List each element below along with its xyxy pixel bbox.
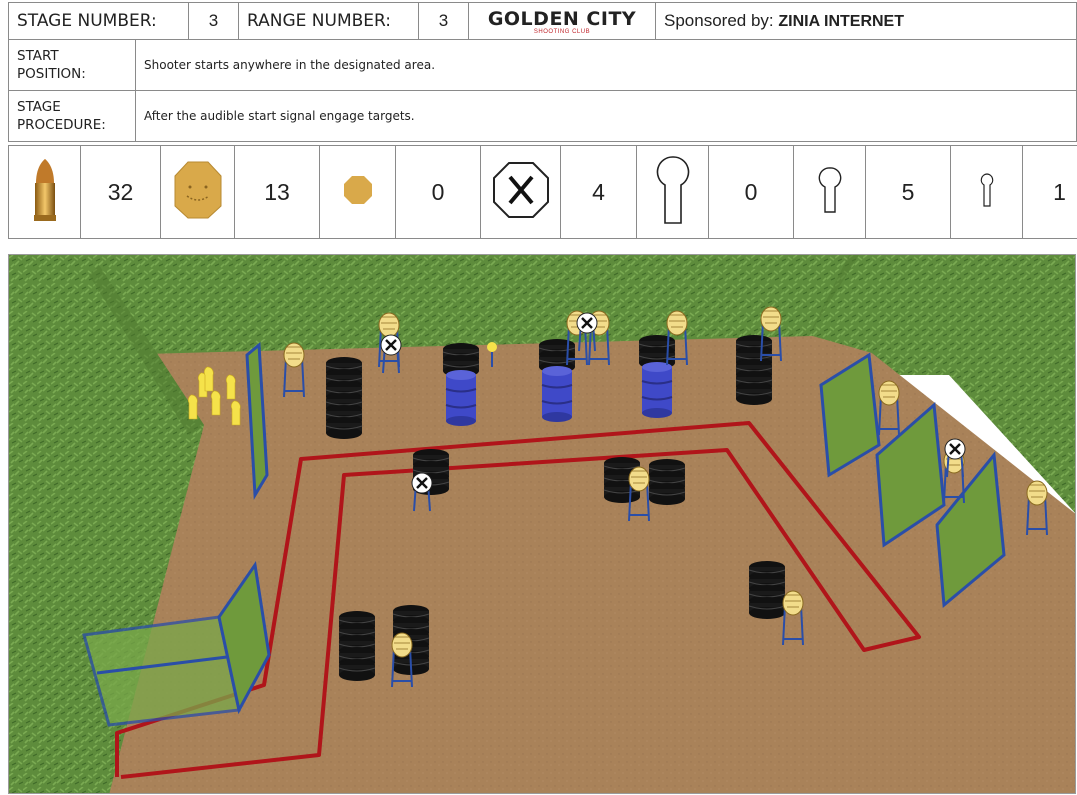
stage-header-table: STAGE NUMBER: 3 RANGE NUMBER: 3 GOLDEN C… <box>8 2 1077 40</box>
stage-info-table: START POSITION: Shooter starts anywhere … <box>8 39 1077 142</box>
stage-procedure-label-line1: STAGE <box>17 99 61 115</box>
bullet-count: 32 <box>81 146 161 239</box>
target-count-table: 32 13 0 4 <box>8 145 1077 239</box>
large-popper-count: 0 <box>709 146 794 239</box>
small-steel-plate-count: 0 <box>396 146 481 239</box>
stage-procedure-text: After the audible start signal engage ta… <box>136 91 1077 142</box>
start-position-text: Shooter starts anywhere in the designate… <box>136 40 1077 91</box>
start-position-label: START POSITION: <box>9 40 136 91</box>
medium-popper-icon <box>794 146 866 239</box>
large-steel-plate-count: 13 <box>235 146 320 239</box>
stage-procedure-label: STAGE PROCEDURE: <box>9 91 136 142</box>
sponsor-prefix: Sponsored by: <box>664 11 774 30</box>
stage-number-value: 3 <box>189 3 239 40</box>
small-popper-count: 1 <box>1023 146 1077 239</box>
club-logo: GOLDEN CITY SHOOTING CLUB <box>469 3 656 40</box>
bullet-icon <box>9 146 81 239</box>
large-steel-plate-icon <box>161 146 235 239</box>
medium-popper-count: 5 <box>866 146 951 239</box>
start-position-label-line2: POSITION: <box>17 66 86 82</box>
start-position-label-line1: START <box>17 48 59 64</box>
no-shoot-x-icon <box>481 146 561 239</box>
club-logo-text: GOLDEN CITY <box>477 10 647 29</box>
sponsor-name: ZINIA INTERNET <box>778 13 904 30</box>
stage-number-label: STAGE NUMBER: <box>9 3 189 40</box>
stage-procedure-label-line2: PROCEDURE: <box>17 117 106 133</box>
large-popper-icon <box>637 146 709 239</box>
small-popper-icon <box>951 146 1023 239</box>
no-shoot-count: 4 <box>561 146 637 239</box>
range-number-label: RANGE NUMBER: <box>239 3 419 40</box>
small-steel-plate-icon <box>320 146 396 239</box>
range-number-value: 3 <box>419 3 469 40</box>
stage-briefing-sheet: STAGE NUMBER: 3 RANGE NUMBER: 3 GOLDEN C… <box>8 2 1076 792</box>
sponsor-cell: Sponsored by: ZINIA INTERNET <box>656 3 1077 40</box>
stage-layout-render <box>8 254 1076 794</box>
